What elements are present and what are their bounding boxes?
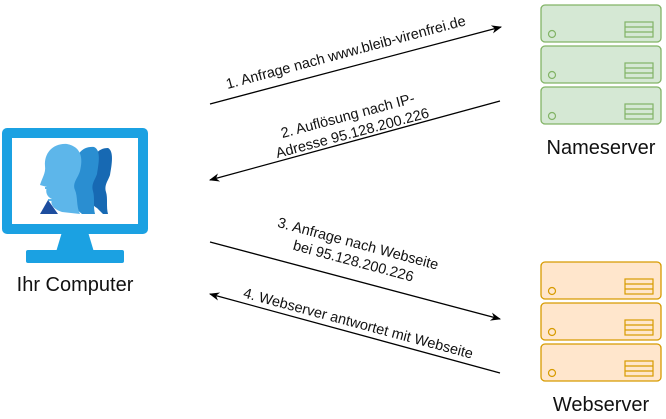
computer-icon xyxy=(2,128,148,263)
webserver-label: Webserver xyxy=(553,394,650,416)
arrow-dns-request xyxy=(209,25,503,105)
webserver-icon xyxy=(540,261,662,382)
edge-label-4: 4. Webserver antwortet mit Webseite xyxy=(241,286,474,363)
computer-label: Ihr Computer xyxy=(17,274,134,296)
arrow-web-response xyxy=(208,292,501,374)
edge-label-1: 1. Anfrage nach www.bleib-virenfrei.de xyxy=(224,13,467,93)
arrow-web-request xyxy=(209,241,502,321)
nameserver-icon xyxy=(540,4,662,125)
edge-label-2: 2. Auflösung nach IP- Adresse 95.128.200… xyxy=(274,91,431,162)
arrow-dns-response xyxy=(208,100,501,182)
edge-label-3: 3. Anfrage nach Webseite bei 95.128.200.… xyxy=(276,215,440,285)
users-icon xyxy=(40,143,112,214)
nameserver-label: Nameserver xyxy=(547,137,656,159)
